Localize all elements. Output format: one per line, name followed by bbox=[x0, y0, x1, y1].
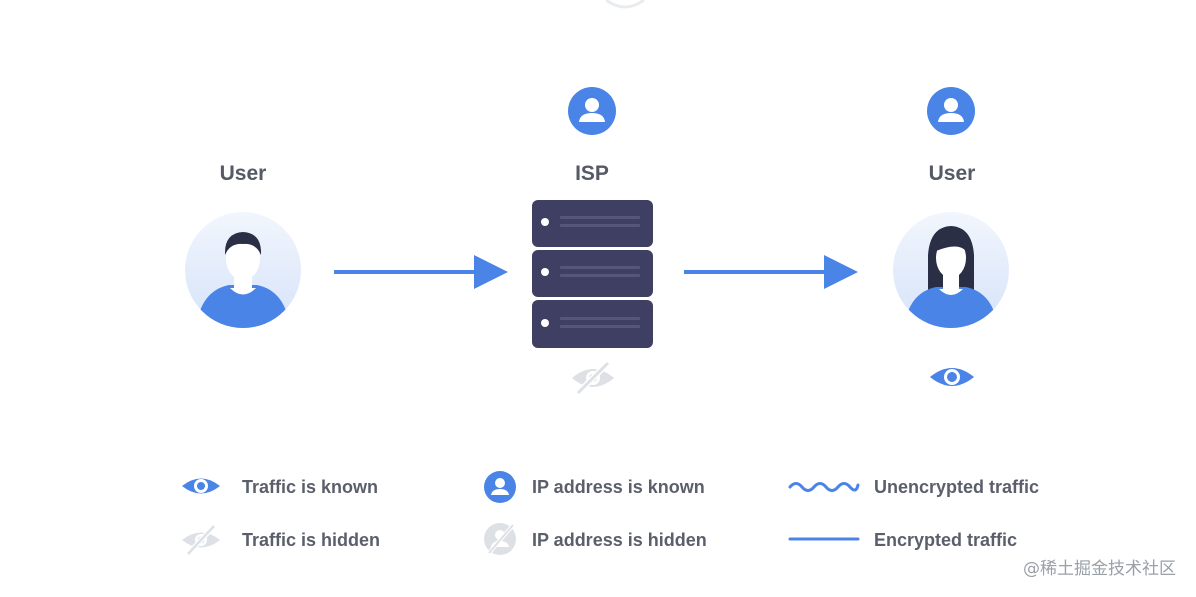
ip-known-icon bbox=[927, 87, 975, 135]
user-right-label: User bbox=[928, 162, 976, 185]
legend-unencrypted: Unencrypted traffic bbox=[874, 477, 1040, 497]
user-left-avatar bbox=[185, 212, 301, 328]
eye-hidden-icon bbox=[572, 360, 614, 396]
legend-ip-hidden: IP address is hidden bbox=[532, 530, 707, 550]
arrow-isp-to-user bbox=[684, 255, 858, 289]
legend-traffic-hidden: Traffic is hidden bbox=[242, 530, 381, 550]
legend-encrypted: Encrypted traffic bbox=[874, 530, 1018, 550]
legend-eye-hidden-icon bbox=[182, 524, 220, 556]
legend-traffic-known: Traffic is known bbox=[242, 477, 379, 497]
legend-straight-line-icon bbox=[788, 537, 860, 541]
legend-ip-known-icon bbox=[484, 471, 516, 503]
isp-server bbox=[532, 200, 653, 348]
legend-ip-hidden-icon bbox=[484, 523, 516, 555]
ip-known-icon bbox=[568, 87, 616, 135]
partial-top-icon bbox=[605, 0, 645, 9]
legend-eye-known-icon bbox=[182, 478, 220, 494]
user-right-avatar bbox=[893, 212, 1009, 328]
legend-wavy-line-icon bbox=[788, 482, 860, 492]
user-left-label: User bbox=[219, 162, 267, 185]
arrow-user-to-isp bbox=[334, 255, 508, 289]
legend-ip-known: IP address is known bbox=[532, 477, 705, 497]
isp-label: ISP bbox=[575, 162, 609, 185]
watermark: @稀土掘金技术社区 bbox=[1023, 559, 1176, 579]
eye-known-icon bbox=[930, 368, 974, 386]
